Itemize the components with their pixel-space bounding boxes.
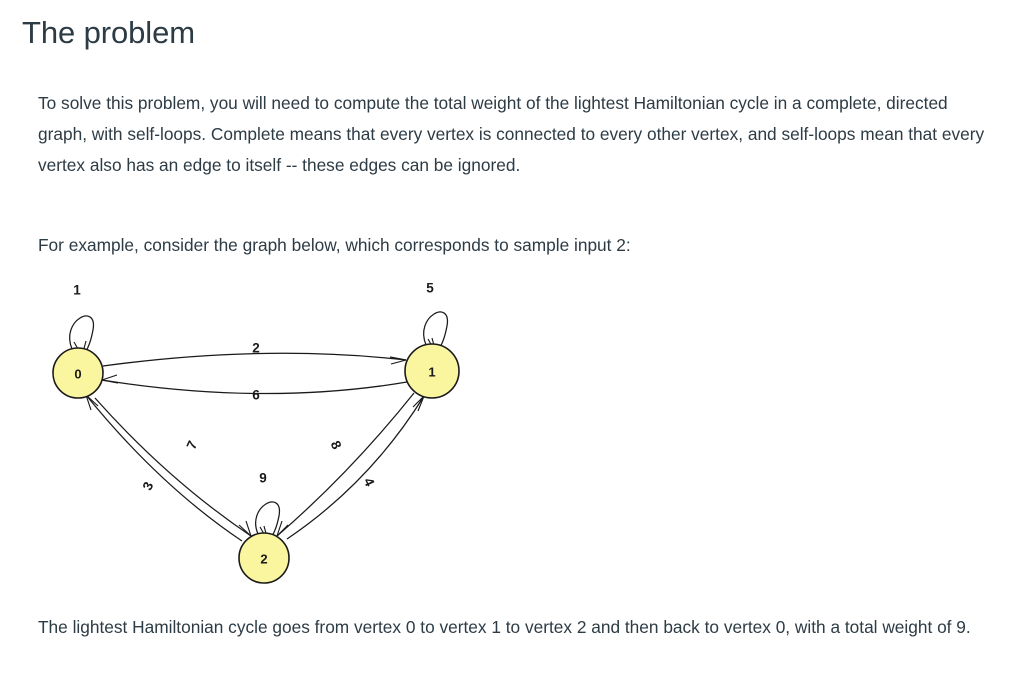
graph-svg: 0 1 2 1 5 9 2 6 7 3 8 4	[52, 281, 460, 584]
edge-2-to-0	[85, 394, 243, 542]
graph-node-1[interactable]: 1	[404, 343, 460, 399]
self-loop-0-weight: 1	[73, 283, 81, 298]
node-2-label: 2	[260, 552, 267, 567]
edge-2-1-weight: 4	[361, 475, 378, 489]
node-0-circle[interactable]	[52, 347, 104, 399]
edge-1-to-2	[276, 392, 415, 537]
self-loop-2-weight: 9	[259, 471, 267, 486]
graph-node-0[interactable]: 0	[52, 347, 104, 399]
node-2-circle[interactable]	[238, 532, 290, 584]
conclusion-paragraph: The lightest Hamiltonian cycle goes from…	[38, 617, 971, 637]
edge-0-to-2	[94, 397, 252, 537]
edge-2-0-weight: 3	[140, 479, 157, 493]
edge-1-to-0	[101, 374, 408, 395]
edge-0-1-weight: 2	[252, 341, 260, 356]
edge-1-2-weight: 8	[328, 438, 345, 452]
node-0-label: 0	[74, 367, 81, 382]
self-loop-1-weight: 5	[426, 281, 434, 296]
node-1-circle[interactable]	[404, 343, 460, 399]
graph-figure: 0 1 2 1 5 9 2 6 7 3 8 4	[20, 268, 540, 598]
example-section: For example, consider the graph below, w…	[38, 230, 986, 283]
graph-node-2[interactable]: 2	[238, 532, 290, 584]
edge-0-2-weight: 7	[184, 438, 201, 451]
edge-0-to-1	[102, 352, 407, 367]
edge-1-0-weight: 6	[252, 388, 260, 403]
node-1-label: 1	[428, 365, 435, 380]
intro-section: To solve this problem, you will need to …	[38, 88, 986, 203]
example-intro-paragraph: For example, consider the graph below, w…	[38, 235, 631, 255]
conclusion-section: The lightest Hamiltonian cycle goes from…	[38, 612, 986, 665]
edge-2-to-1	[286, 395, 425, 540]
intro-paragraph: To solve this problem, you will need to …	[38, 93, 985, 175]
page-title: The problem	[22, 15, 195, 50]
